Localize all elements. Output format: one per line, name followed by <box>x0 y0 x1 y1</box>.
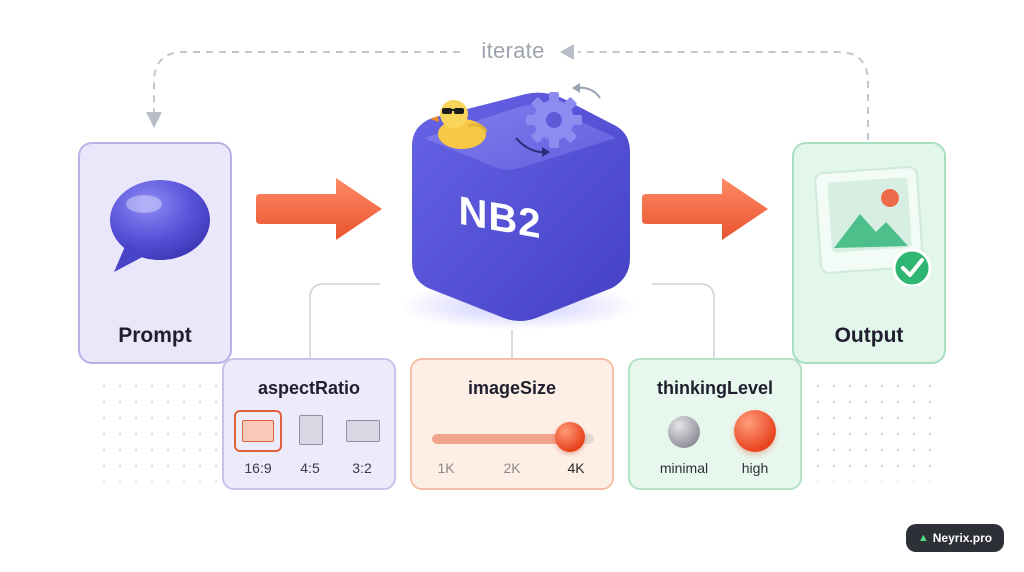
aspect-ratio-card: aspectRatio 16:9 4:5 3:2 <box>222 358 396 490</box>
image-size-title: imageSize <box>467 378 557 398</box>
size-label-1k: 1K <box>437 460 455 476</box>
thinking-level-title: thinkingLevel <box>656 378 773 398</box>
watermark-badge[interactable]: ▲ Neyrix.pro <box>906 524 1004 552</box>
leaf-icon: ▲ <box>917 532 929 544</box>
duck-with-sunglasses-icon <box>430 100 488 149</box>
output-card: Output <box>792 142 946 364</box>
thinking-level-card: thinkingLevel minimal high <box>628 358 802 490</box>
output-label: Output <box>834 324 904 347</box>
image-size-slider-knob[interactable] <box>554 422 585 452</box>
image-with-check-icon <box>814 166 932 286</box>
watermark-text: Neyrix.pro <box>932 531 993 545</box>
speech-bubble-icon <box>110 180 210 272</box>
ratio-selected-frame <box>234 410 282 452</box>
prompt-card: Prompt <box>78 142 232 364</box>
iterate-label: iterate <box>481 38 545 63</box>
ratio-4-5-shape <box>299 415 323 445</box>
dot-grid-background-left <box>96 378 220 482</box>
thinking-high-option[interactable] <box>734 410 776 452</box>
ratio-16-9-shape <box>242 420 274 442</box>
image-size-slider-fill <box>432 434 570 444</box>
dot-grid-background-right <box>810 378 934 482</box>
thinking-label-high: high <box>741 460 769 476</box>
arrow-prompt-to-model <box>256 178 382 240</box>
ratio-option-16-9[interactable] <box>234 410 282 456</box>
ratio-option-4-5[interactable] <box>286 410 334 456</box>
size-label-4k: 4K <box>567 460 585 476</box>
thinking-label-minimal: minimal <box>659 460 709 476</box>
ratio-label-4-5: 4:5 <box>300 460 320 476</box>
size-label-2k: 2K <box>503 460 521 476</box>
ratio-3-2-shape <box>346 420 380 442</box>
arrow-model-to-output <box>642 178 768 240</box>
ratio-label-3-2: 3:2 <box>352 460 372 476</box>
ratio-label-16-9: 16:9 <box>244 460 272 476</box>
aspect-ratio-title: aspectRatio <box>257 378 361 398</box>
image-size-slider-track[interactable] <box>432 434 594 444</box>
ratio-option-3-2[interactable] <box>338 410 386 456</box>
prompt-label: Prompt <box>118 324 192 347</box>
image-size-card: imageSize 1K 2K 4K <box>410 358 614 490</box>
thinking-minimal-option[interactable] <box>668 416 700 448</box>
gear-icon <box>515 83 601 157</box>
